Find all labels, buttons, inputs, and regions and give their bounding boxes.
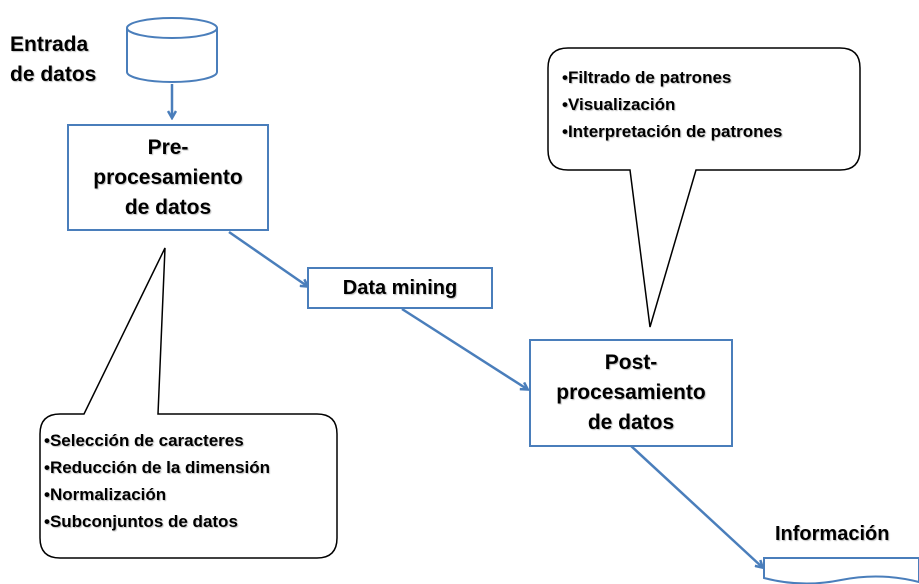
postprocessing-label-line3: de datos <box>587 411 675 434</box>
preprocessing-step-item: •Subconjuntos de datos <box>44 512 238 531</box>
arrow-datamining-to-postprocessing <box>401 307 527 389</box>
preprocessing-label-line3: de datos <box>124 195 212 219</box>
postprocessing-step-item: •Interpretación de patrones <box>562 122 783 141</box>
postprocessing-box <box>529 339 733 447</box>
data-mining-box <box>307 267 493 309</box>
arrow-postprocessing-to-output <box>629 444 762 567</box>
preprocessing-step-item: •Selección de caracteres <box>44 431 244 450</box>
data-mining-label-text: Data mining <box>342 276 458 299</box>
document-icon <box>763 557 919 584</box>
preprocessing-label: Pre- procesamiento de datos <box>68 125 268 230</box>
postprocessing-steps-list: •Filtrado de patrones •Visualización •In… <box>562 64 782 145</box>
postprocessing-callout-bubble <box>547 47 861 328</box>
postprocessing-label-line2: procesamiento <box>556 381 706 404</box>
input-label-line2: de datos <box>10 63 97 86</box>
postprocessing-label: Post- procesamiento de datos <box>530 340 732 446</box>
preprocessing-box <box>67 124 269 231</box>
arrow-preprocessing-to-datamining <box>228 230 307 286</box>
postprocessing-step-item: •Filtrado de patrones <box>562 68 732 87</box>
input-label: Entrada de datos <box>10 30 96 90</box>
data-mining-label: Data mining <box>308 268 492 308</box>
preprocessing-label-line1: Pre- <box>147 135 189 159</box>
preprocessing-step-item: •Reducción de la dimensión <box>44 458 271 477</box>
preprocessing-step-item: •Normalización <box>44 485 167 504</box>
postprocessing-label-line1: Post- <box>604 351 658 374</box>
database-icon <box>126 17 218 83</box>
postprocessing-step-item: •Visualización <box>562 95 676 114</box>
input-label-line1: Entrada <box>10 33 89 56</box>
preprocessing-steps-list: •Selección de caracteres •Reducción de l… <box>44 427 270 535</box>
output-label: Información <box>775 523 890 545</box>
preprocessing-callout-bubble <box>39 247 338 559</box>
preprocessing-label-line2: procesamiento <box>93 165 243 189</box>
